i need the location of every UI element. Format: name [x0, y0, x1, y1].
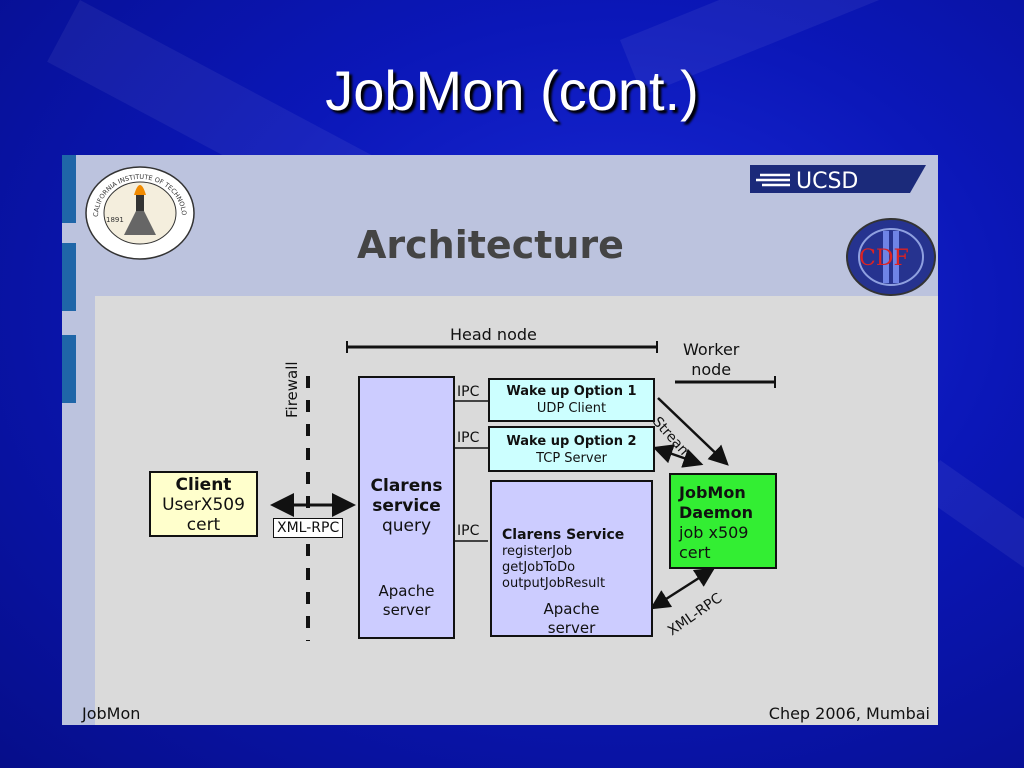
ipc-label: IPC	[457, 523, 480, 539]
clarens-service-method: getJobToDo	[502, 560, 576, 575]
clarens-query-apache1: Apache	[378, 582, 435, 600]
head-node-label: Head node	[450, 325, 537, 344]
worker-node-label: Worker node	[683, 340, 740, 379]
clarens-service-apache1: Apache	[543, 600, 600, 618]
clarens-service-box: Clarens Service registerJob getJobToDo o…	[490, 480, 653, 637]
clarens-query-apache2: server	[382, 601, 431, 619]
svg-text:1891: 1891	[106, 216, 124, 224]
client-title: Client	[175, 475, 232, 495]
clarens-query-box: Clarens service query Apache server	[358, 376, 455, 639]
clarens-query-title2: service	[372, 496, 441, 516]
clarens-query-title1: Clarens	[370, 476, 443, 496]
clarens-service-apache2: server	[547, 619, 596, 637]
clarens-service-method: registerJob	[502, 544, 573, 559]
slide-title: JobMon (cont.)	[325, 59, 699, 122]
ipc-label: IPC	[457, 384, 480, 400]
diagram-connectors	[270, 341, 776, 641]
ucsd-logo-text: UCSD	[796, 169, 858, 194]
wake-up-option1-box: Wake up Option 1 UDP Client	[488, 378, 655, 422]
client-line1: UserX509	[162, 495, 245, 515]
architecture-figure: 1891 CALIFORNIA INSTITUTE OF TECHNOLOGY …	[62, 155, 938, 725]
decorative-side-bar	[62, 155, 76, 223]
daemon-line1: job x509	[679, 523, 749, 542]
clarens-service-title: Clarens Service	[502, 527, 625, 543]
clarens-query-sub: query	[381, 516, 432, 536]
stream-arrow	[657, 397, 729, 466]
wake1-sub: UDP Client	[536, 401, 607, 416]
daemon-title1: JobMon	[679, 483, 746, 502]
daemon-title2: Daemon	[679, 503, 753, 522]
cdf-logo-text: CDF	[859, 246, 909, 271]
ucsd-logo-icon: UCSD	[750, 165, 926, 194]
clarens-service-method: outputJobResult	[502, 576, 606, 591]
wake2-sub: TCP Server	[536, 451, 607, 466]
diagram-canvas: Head node Worker node Firewall Client Us…	[95, 296, 938, 725]
wake-up-option2-box: Wake up Option 2 TCP Server	[488, 426, 655, 472]
footer-left: JobMon	[82, 704, 141, 723]
decorative-side-bar	[62, 243, 76, 311]
ipc-label: IPC	[457, 430, 480, 446]
firewall-label: Firewall	[283, 361, 301, 418]
caltech-seal-icon: 1891 CALIFORNIA INSTITUTE OF TECHNOLOGY	[81, 159, 195, 260]
cdf-logo-icon: CDF	[846, 218, 936, 296]
decorative-side-bar	[62, 335, 76, 403]
xmlrpc-arrow	[649, 567, 716, 610]
footer-right: Chep 2006, Mumbai	[768, 704, 930, 723]
wake2-title: Wake up Option 2	[506, 434, 637, 449]
client-line2: cert	[186, 515, 221, 535]
daemon-line2: cert	[679, 543, 711, 562]
wake1-title: Wake up Option 1	[506, 384, 637, 399]
tcp-arrow	[652, 444, 704, 468]
figure-heading: Architecture	[357, 223, 624, 267]
xmlrpc-left-label: XML-RPC	[273, 518, 344, 538]
jobmon-daemon-box: JobMon Daemon job x509 cert	[669, 473, 777, 569]
client-box: Client UserX509 cert	[149, 471, 258, 537]
